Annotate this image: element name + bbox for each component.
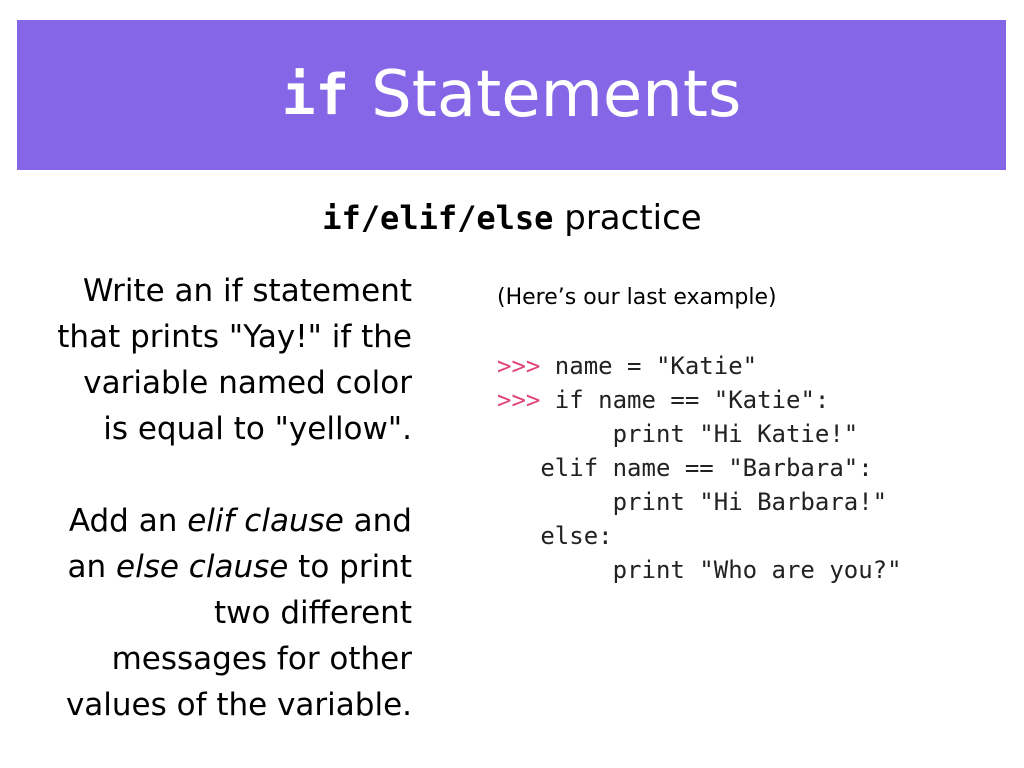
- instructions-paragraph-2: Add an elif clause and an else clause to…: [20, 498, 412, 728]
- code-example: >>> name = "Katie">>> if name == "Katie"…: [497, 349, 902, 587]
- code-line: print "Hi Barbara!": [497, 488, 888, 516]
- title-code-keyword: if: [281, 62, 350, 128]
- slide-title: if Statements: [17, 20, 1006, 170]
- instructions-line: Add an elif clause and: [20, 498, 412, 544]
- instructions-line: variable named color: [83, 365, 412, 401]
- text-fragment: to print: [288, 549, 412, 585]
- emphasis-elif-clause: elif clause: [187, 503, 344, 539]
- code-line: else:: [497, 522, 613, 550]
- code-line: elif name == "Barbara":: [497, 454, 873, 482]
- code-text: if name == "Katie":: [540, 386, 830, 414]
- instructions-line: that prints "Yay!" if the: [57, 319, 412, 355]
- code-line: print "Who are you?": [497, 556, 902, 584]
- code-line: print "Hi Katie!": [497, 420, 859, 448]
- example-caption: (Here’s our last example): [497, 285, 777, 310]
- instructions-line: is equal to "yellow".: [103, 411, 412, 447]
- instructions-line: Write an if statement: [82, 273, 412, 309]
- subtitle-word: practice: [564, 198, 702, 238]
- emphasis-else-clause: else clause: [116, 549, 289, 585]
- repl-prompt: >>>: [497, 352, 541, 380]
- instructions-text: Write an if statement that prints "Yay!"…: [20, 268, 412, 728]
- repl-prompt: >>>: [497, 386, 541, 414]
- code-line: >>> if name == "Katie":: [497, 383, 902, 417]
- title-text: Statements: [371, 58, 742, 132]
- instructions-line: two different: [214, 595, 412, 631]
- code-line: >>> name = "Katie": [497, 349, 902, 383]
- text-fragment: an: [67, 549, 117, 585]
- code-text: name = "Katie": [540, 352, 758, 380]
- instructions-line: messages for other: [111, 641, 412, 677]
- instructions-line: an else clause to print: [20, 544, 412, 590]
- text-fragment: and: [343, 503, 412, 539]
- instructions-paragraph-1: Write an if statement that prints "Yay!"…: [20, 268, 412, 452]
- slide-subtitle: if/elif/else practice: [0, 198, 1024, 238]
- text-fragment: Add an: [68, 503, 188, 539]
- instructions-line: values of the variable.: [65, 687, 412, 723]
- subtitle-code: if/elif/else: [322, 199, 554, 237]
- title-banner: if Statements: [17, 20, 1006, 170]
